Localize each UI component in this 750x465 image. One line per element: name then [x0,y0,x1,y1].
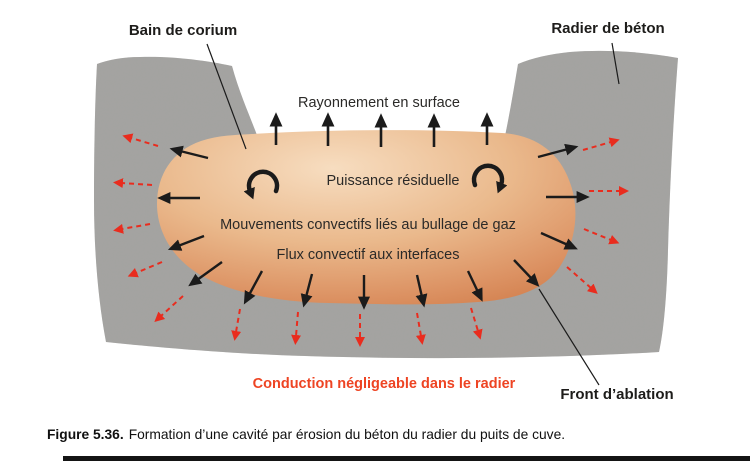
concrete-basemat-label: Radier de béton [551,20,664,37]
surface-radiation-label: Rayonnement en surface [298,95,460,111]
ablation-front-pointer [538,288,600,386]
convective-flux-arrow [300,273,314,308]
convective-flux-arrow [415,274,428,308]
convective-flux-arrow [188,261,223,287]
convection-loop-left-icon [243,169,280,200]
corium-label-pointer [206,43,247,150]
convective-flux-arrow [513,259,540,287]
ablation-heat-arrow [291,311,302,345]
convective-flux-arrow [169,145,209,160]
page-bottom-rule [63,456,750,461]
convection-loop-right-icon [471,163,508,194]
ablation-heat-arrow [127,261,163,278]
ablation-heat-arrow [415,312,426,345]
negligible-conduction-label: Conduction négligeable dans le radier [253,376,516,392]
erosion-diagram-svg: Bain de corium Radier de béton Rayonneme… [94,20,678,403]
convective-flux-arrow [466,270,483,302]
ablation-heat-arrows [113,133,629,347]
figure-caption: Figure 5.36. Formation d’une cavité par é… [47,427,737,442]
radiation-arrows [269,112,494,147]
corium-erosion-diagram: Bain de corium Radier de béton Rayonneme… [94,20,678,403]
ablation-heat-arrow [231,308,242,341]
corium-pool-label: Bain de corium [129,22,237,39]
interface-flux-label: Flux convectif aux interfaces [277,247,460,263]
ablation-heat-arrow [470,307,483,340]
ablation-heat-arrow [154,295,184,323]
residual-power-label: Puissance résiduelle [327,173,460,189]
ablation-heat-arrow [113,223,151,234]
convective-flux-arrow [243,270,264,305]
convective-flux-arrow [537,143,579,159]
ablation-heat-arrow [583,228,620,245]
convective-movements-label: Mouvements convectifs liés au bullage de… [220,217,516,233]
ablation-front-label: Front d’ablation [560,386,673,403]
ablation-heat-arrow [582,137,620,151]
basemat-label-pointer [611,42,620,85]
figure-number: Figure 5.36. [47,427,124,442]
convective-flux-arrows [157,143,590,310]
convective-flux-arrow [167,234,205,251]
figure-caption-text: Formation d’une cavité par érosion du bé… [128,427,566,442]
ablation-heat-arrow [122,133,159,147]
convective-flux-arrow [540,231,578,250]
